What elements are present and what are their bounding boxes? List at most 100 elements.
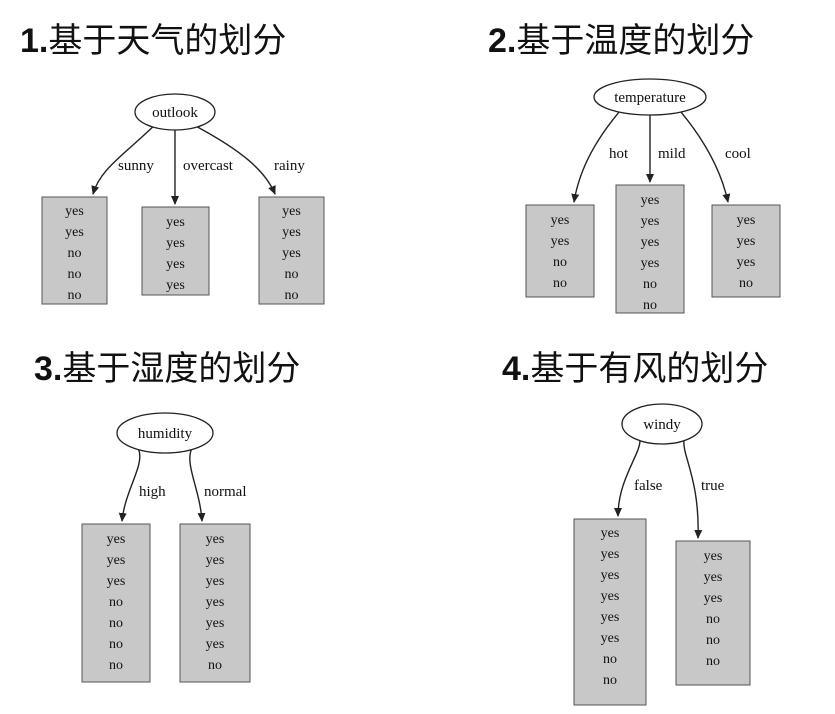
leaf-value: yes [166, 257, 185, 272]
edge-label-hot: hot [609, 146, 629, 162]
leaf-value: no [109, 616, 123, 631]
title-text: 基于温度的划分 [516, 21, 755, 61]
edge-true [683, 440, 703, 539]
leaf-value: no [285, 267, 299, 282]
leaf-value: no [706, 633, 720, 648]
leaf-value: no [109, 595, 123, 610]
leaf-value: no [603, 652, 617, 667]
title-text: 基于有风的划分 [530, 349, 769, 389]
title-number: 4. [502, 350, 531, 388]
leaf-value: no [553, 276, 567, 291]
leaf-value: no [739, 276, 753, 291]
root-node-outlook [134, 93, 216, 131]
leaf-value: yes [601, 547, 620, 562]
leaf-box-rainy: yes yes yes no no [258, 196, 325, 305]
leaf-value: yes [206, 574, 225, 589]
leaf-value: yes [206, 616, 225, 631]
leaf-box-background [41, 196, 108, 305]
root-node-label: temperature [614, 90, 686, 106]
leaf-value: no [285, 288, 299, 303]
edge-label-mild: mild [658, 146, 686, 162]
leaf-value: yes [601, 568, 620, 583]
edge-label-sunny: sunny [118, 158, 154, 174]
leaf-value: yes [704, 591, 723, 606]
leaf-value: no [208, 658, 222, 673]
leaf-value: no [109, 637, 123, 652]
leaf-value: yes [551, 213, 570, 228]
leaf-value: yes [107, 532, 126, 547]
root-node-humidity [116, 412, 214, 454]
title-number: 1. [20, 22, 49, 60]
leaf-value: yes [737, 213, 756, 228]
leaf-value: yes [737, 255, 756, 270]
edge-label-normal: normal [204, 484, 247, 500]
leaf-value: yes [107, 553, 126, 568]
leaf-box-high: yes yes yes no no no no [81, 523, 151, 683]
panel-title: 1.基于天气的划分 [20, 24, 286, 58]
leaf-value: yes [601, 526, 620, 541]
root-node-label: humidity [138, 426, 193, 442]
leaf-value: no [706, 654, 720, 669]
leaf-value: yes [641, 214, 660, 229]
leaf-value: yes [601, 589, 620, 604]
edge-normal [189, 449, 206, 522]
leaf-box-background [525, 204, 595, 298]
edge-hot [571, 111, 620, 203]
title-number: 2. [488, 22, 517, 60]
root-node-temperature [593, 78, 707, 116]
leaf-value: no [68, 267, 82, 282]
leaf-box-background [179, 523, 251, 683]
edge-cool [680, 111, 731, 203]
edge-label-high: high [139, 484, 166, 500]
title-text: 基于湿度的划分 [62, 349, 301, 389]
panel-title: 3.基于湿度的划分 [34, 352, 300, 386]
leaf-value: no [706, 612, 720, 627]
leaf-box-background [615, 184, 685, 314]
title-text: 基于天气的划分 [48, 21, 287, 61]
leaf-value: yes [65, 225, 84, 240]
leaf-value: yes [282, 246, 301, 261]
leaf-box-cool: yes yes yes no [711, 204, 781, 298]
panel-title: 4.基于有风的划分 [502, 352, 768, 386]
leaf-value: no [643, 298, 657, 313]
edge-sunny [91, 126, 154, 195]
leaf-value: yes [641, 256, 660, 271]
leaf-value: yes [704, 570, 723, 585]
title-number: 3. [34, 350, 63, 388]
leaf-value: yes [282, 204, 301, 219]
leaf-value: yes [206, 595, 225, 610]
leaf-box-background [258, 196, 325, 305]
leaf-value: yes [601, 631, 620, 646]
leaf-value: yes [65, 204, 84, 219]
leaf-value: no [109, 658, 123, 673]
panel-title: 2.基于温度的划分 [488, 24, 754, 58]
leaf-value: yes [206, 637, 225, 652]
edge-label-false: false [634, 478, 663, 494]
leaf-box-background [573, 518, 647, 706]
leaf-value: yes [737, 234, 756, 249]
leaf-value: yes [641, 193, 660, 208]
leaf-value: yes [107, 574, 126, 589]
root-node-label: outlook [152, 105, 198, 121]
edge-label-cool: cool [725, 146, 751, 162]
leaf-box-background [141, 206, 210, 296]
leaf-value: yes [282, 225, 301, 240]
root-node-windy [621, 403, 703, 445]
edge-label-rainy: rainy [274, 158, 305, 174]
leaf-value: yes [166, 278, 185, 293]
leaf-value: no [68, 288, 82, 303]
leaf-value: no [603, 673, 617, 688]
leaf-value: yes [166, 215, 185, 230]
edge-high [118, 449, 141, 522]
